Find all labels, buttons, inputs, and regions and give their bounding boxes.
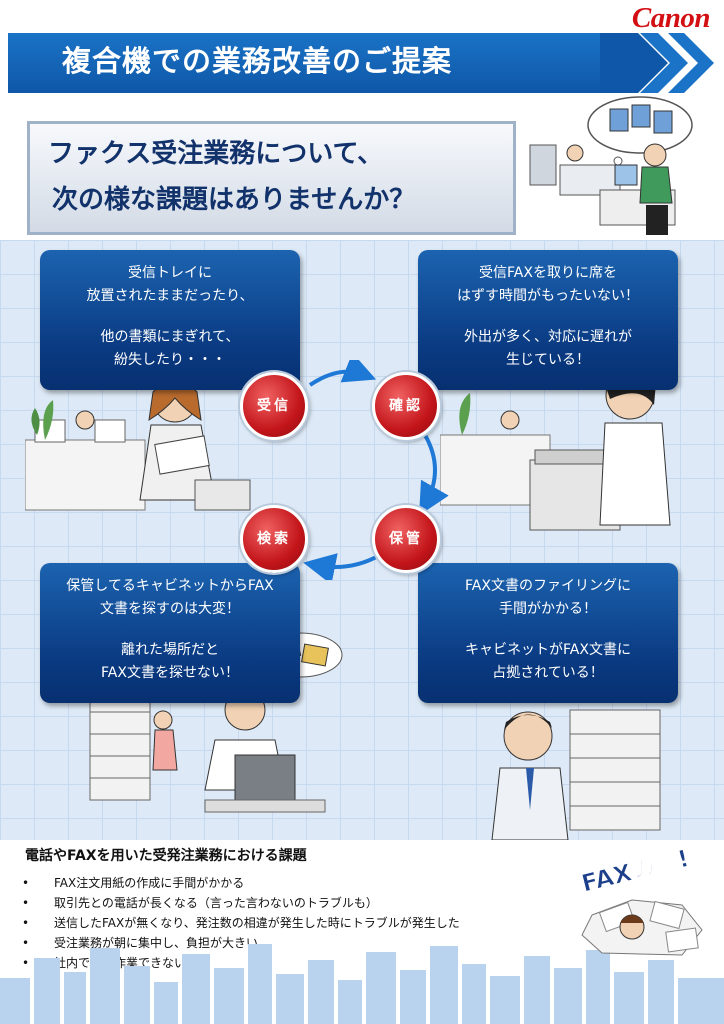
fax-pile-illustration: FAXの山! — [578, 845, 703, 956]
issue-item: •送信したFAXが無くなり、発注数の相違が発生した時にトラブルが発生した — [22, 916, 460, 930]
chevron-arrows-icon — [600, 33, 714, 93]
fax-pile-label: FAXの山! — [579, 845, 692, 898]
panel-search-issue: 保管してるキャビネットからFAX 文書を探すのは大変！ 離れた場所だと FAX文… — [40, 563, 300, 703]
page-title: 複合機での業務改善のご提案 — [62, 44, 453, 78]
subtitle-line-1: ファクス受注業務について、 — [48, 139, 384, 169]
panel-line: 占拠されている！ — [492, 665, 604, 681]
panel-line: はずす時間がもったいない！ — [457, 288, 639, 304]
cycle-arrows — [303, 360, 449, 580]
panel-line: 保管してるキャビネットからFAX — [66, 578, 274, 594]
office-workers-illustration — [529, 96, 693, 235]
panel-store-issue: FAX文書のファイリングに 手間がかかる！ キャビネットがFAX文書に 占拠され… — [418, 563, 678, 703]
panel-line: 離れた場所だと — [121, 642, 219, 658]
panel-line: FAX文書を探せない！ — [101, 665, 239, 681]
panel-line: 他の書類にまぎれて、 — [100, 329, 240, 345]
issue-item: •受注業務が朝に集中し、負担が大きい — [22, 936, 259, 950]
step-search: 検索 — [240, 505, 308, 573]
panel-confirm-issue: 受信FAXを取りに席を はずす時間がもったいない！ 外出が多く、対応に遅れが 生… — [418, 250, 678, 390]
panel-line: 生じている！ — [506, 352, 590, 368]
cabinet-search-illustration — [89, 632, 343, 813]
step-store: 保管 — [372, 505, 440, 573]
panel-line: 放置されたままだったり、 — [86, 288, 254, 304]
step-confirm: 確認 — [372, 372, 440, 440]
panel-line: 受信FAXを取りに席を — [479, 265, 617, 281]
subtitle-line-2: 次の様な課題はありませんか？ — [52, 185, 416, 215]
cabinet-filing-illustration — [491, 709, 661, 840]
panel-receive-issue: 受信トレイに 放置されたままだったり、 他の書類にまぎれて、 紛失したり・・・ — [40, 250, 300, 390]
header-bar — [8, 33, 638, 93]
issue-item: •FAX注文用紙の作成に手間がかかる — [22, 876, 245, 890]
canon-logo: Canon — [631, 2, 711, 34]
panel-line: 文書を探すのは大変！ — [100, 601, 240, 617]
panel-line: 手間がかかる！ — [499, 601, 597, 617]
issue-item: •取引先との電話が長くなる（言った言わないのトラブルも） — [22, 896, 378, 910]
office-scene-left-illustration — [25, 380, 251, 511]
city-skyline — [0, 944, 724, 1024]
panel-line: 外出が多く、対応に遅れが — [464, 329, 632, 345]
panel-line: キャビネットがFAX文書に — [465, 642, 631, 658]
panel-line: FAX文書のファイリングに — [465, 578, 631, 594]
office-scene-right-illustration — [440, 370, 671, 531]
issue-item: •社内でしか作業できない — [22, 956, 187, 970]
issues-heading: 電話やFAXを用いた受発注業務における課題 — [25, 848, 307, 864]
panel-line: 紛失したり・・・ — [114, 352, 226, 368]
panel-line: 受信トレイに — [128, 265, 212, 281]
step-receive: 受信 — [240, 372, 308, 440]
subtitle-box — [27, 121, 516, 235]
